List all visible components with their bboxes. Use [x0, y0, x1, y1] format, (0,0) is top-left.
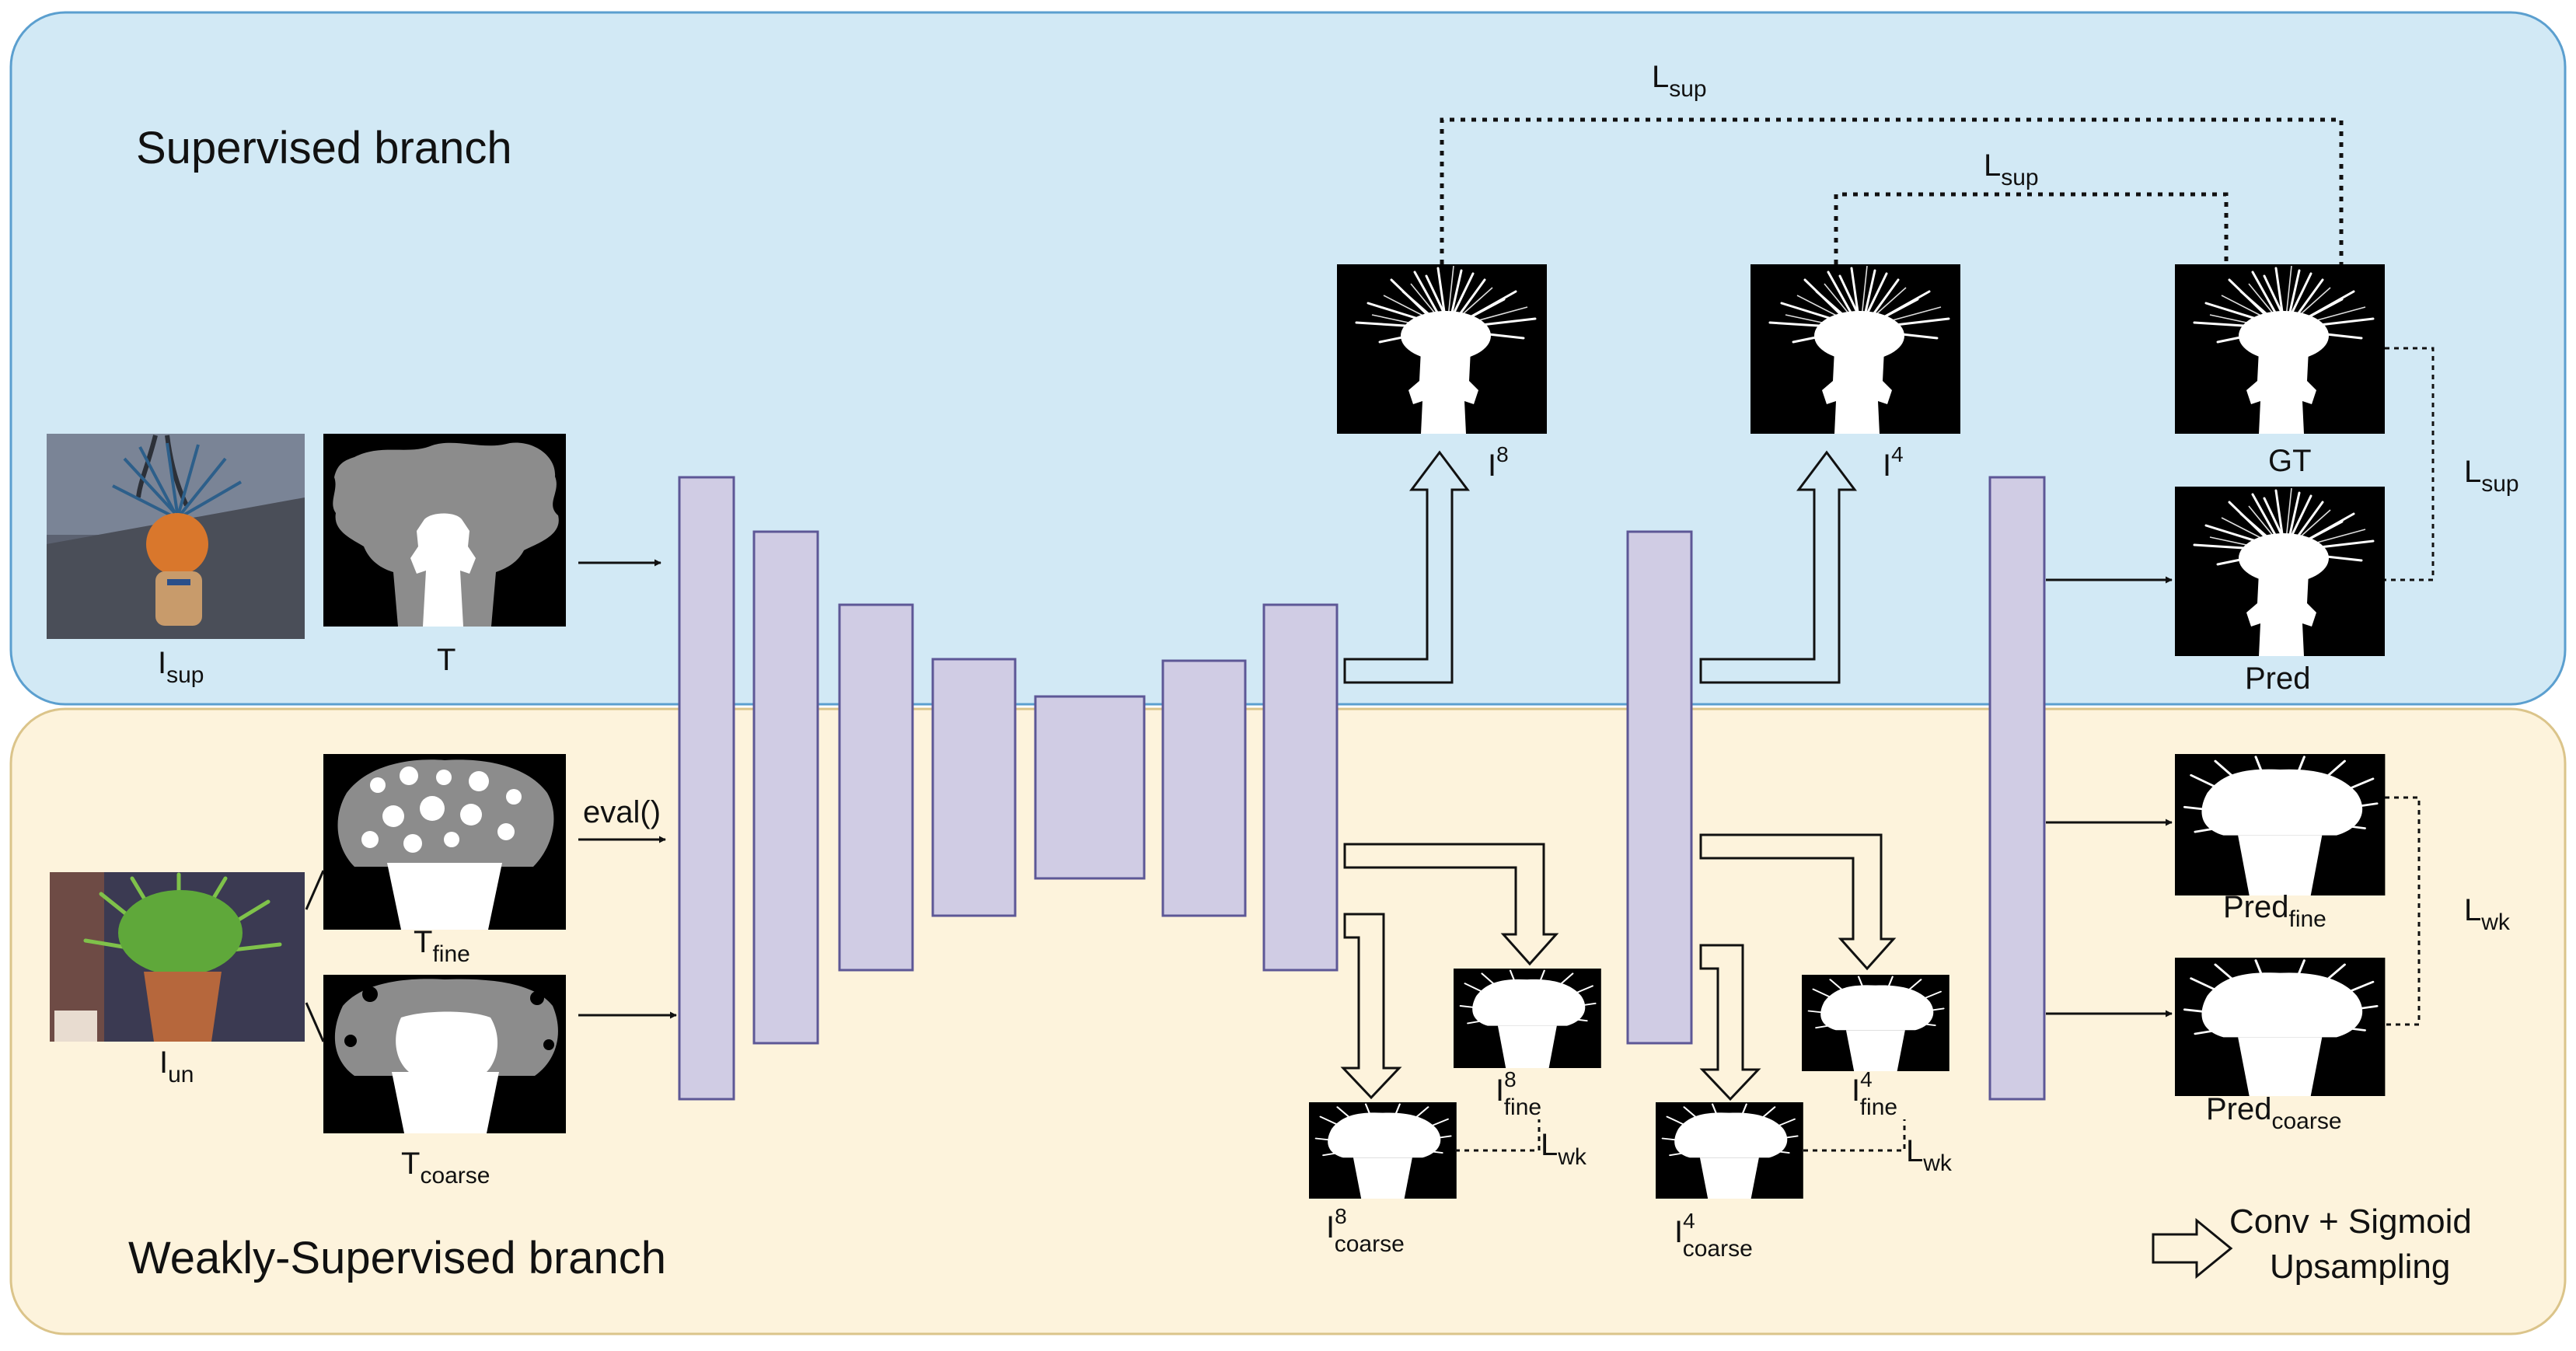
decoder-block-1: [1161, 659, 1247, 917]
legend-hollow-arrow-icon: [2152, 1217, 2233, 1279]
bottleneck-block: [1034, 695, 1146, 880]
legend-line-1: Conv + Sigmoid: [2229, 1203, 2472, 1241]
supervised-branch-title: Supervised branch: [136, 123, 512, 173]
upsample-arrow-i8-fine: [1343, 843, 1559, 966]
label-l-wk-right: Lwk: [2464, 893, 2511, 935]
upsample-arrow-i8: [1343, 450, 1470, 684]
mask-i8: [1335, 263, 1548, 435]
upsample-arrow-i4-coarse: [1699, 944, 1761, 1101]
split-line-fine: [305, 870, 325, 910]
input-photo-troll: [47, 434, 305, 639]
mask-i4: [1749, 263, 1962, 435]
decoder-block-2: [1262, 603, 1339, 972]
trimap-t-coarse: [323, 975, 566, 1133]
upsample-arrow-i4: [1699, 450, 1857, 684]
eval-label: eval(): [583, 795, 661, 829]
label-t-coarse: Tcoarse: [401, 1147, 490, 1189]
mask-pred-coarse: [2173, 956, 2386, 1098]
mask-pred: [2173, 485, 2386, 658]
upsample-arrow-i4-fine: [1699, 833, 1897, 971]
label-l-wk-4: Lwk: [1906, 1134, 1953, 1176]
label-i-un: Iun: [159, 1046, 194, 1087]
trimap-t-fine: [323, 754, 566, 930]
label-i-sup: Isup: [158, 646, 204, 688]
label-l-sup-mid: Lsup: [1984, 148, 2039, 190]
label-l-sup-top: Lsup: [1652, 60, 1707, 102]
loss-path-i8-fine-coarse: [1455, 1119, 1541, 1152]
mask-i4-coarse: [1654, 1101, 1804, 1200]
loss-path-i4-fine-coarse: [1803, 1119, 1906, 1152]
mask-i8-fine: [1452, 967, 1602, 1070]
label-pred: Pred: [2245, 662, 2311, 696]
label-l-sup-right: Lsup: [2464, 455, 2519, 497]
decoder-block-3: [1626, 530, 1693, 1045]
label-i4: I4: [1883, 442, 1904, 483]
label-i8: I8: [1488, 442, 1509, 483]
encoder-block-3: [838, 603, 914, 972]
weak-branch-title: Weakly-Supervised branch: [128, 1233, 666, 1283]
input-photo-plant: [50, 872, 305, 1042]
mask-i4-fine: [1800, 973, 1950, 1073]
encoder-block-1: [678, 476, 735, 1101]
label-gt: GT: [2268, 444, 2312, 478]
label-l-wk-8: Lwk: [1541, 1128, 1587, 1170]
upsample-arrow-i8-coarse: [1340, 913, 1402, 1100]
decoder-block-4: [1988, 476, 2046, 1101]
label-pred-coarse: Predcoarse: [2206, 1092, 2342, 1134]
mask-i8-coarse: [1307, 1101, 1457, 1200]
encoder-block-4: [931, 658, 1017, 917]
encoder-block-2: [752, 530, 819, 1045]
split-line-coarse: [305, 1002, 325, 1042]
mask-gt: [2173, 263, 2386, 435]
trimap-t: [323, 434, 566, 627]
loss-path-i4-gt: [1834, 192, 2229, 264]
label-t: T: [437, 643, 456, 677]
mask-pred-fine: [2173, 752, 2386, 897]
legend-line-2: Upsampling: [2270, 1248, 2450, 1286]
label-pred-fine: Predfine: [2223, 890, 2326, 932]
label-t-fine: Tfine: [414, 925, 470, 967]
